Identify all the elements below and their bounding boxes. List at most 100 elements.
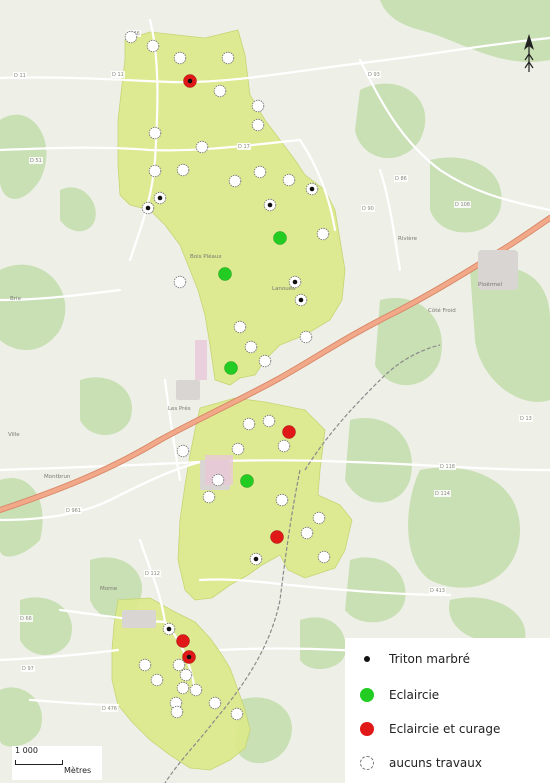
scale-bar: 1 000 Mètres [12,746,102,780]
aucuns-travaux-point [173,51,187,65]
road-label-bg [367,71,381,78]
aucuns-travaux-point [299,330,313,344]
triton-marker-icon [364,656,370,662]
triton-marbre-point [157,195,163,201]
eclaircie-point [224,361,238,375]
legend-item-eclaircie: Eclaircie [345,684,439,706]
road-label: D 118 [440,464,455,470]
place-label: Côté Froid [428,307,456,314]
eclaircie-curage-marker-icon [360,722,374,736]
aucuns-travaux-point [300,526,314,540]
legend-label: Triton marbré [389,652,470,666]
road-label: D 90 [362,206,374,212]
aucuns-travaux-point [148,126,162,140]
railway [304,344,441,471]
aucuns-travaux-point [312,511,326,525]
aucuns-travaux-point [221,51,235,65]
aucuns-marker-icon [360,756,374,770]
road-label: D 13 [520,416,532,422]
road-label-bg [439,463,456,470]
triton-marbre-point [186,654,192,660]
aucuns-travaux-point [233,320,247,334]
aucuns-travaux-point [230,707,244,721]
road-label: D 112 [145,571,160,577]
eclaircie-point [218,267,232,281]
aucuns-travaux-point [150,673,164,687]
north-arrow-icon [524,34,534,72]
place-label: Lanouée [272,285,296,292]
road-label-bg [111,71,125,78]
aucuns-travaux-point [258,354,272,368]
railway-south [164,469,301,783]
road-label-bg [394,175,408,182]
scale-unit: Mètres [64,766,92,775]
road-label-bg [13,72,27,79]
aucuns-travaux-point [275,493,289,507]
aucuns-travaux-point [170,705,184,719]
aucuns-travaux-point [211,473,225,487]
place-label: Bois Pléaux [190,253,222,260]
road-label: D 961 [66,508,81,514]
legend-label: aucuns travaux [389,756,482,770]
aucuns-travaux-point [208,696,222,710]
eclaircie-curage-point [282,425,296,439]
triton-marbre-point [298,297,304,303]
aucuns-travaux-point [262,414,276,428]
road-label: D 86 [395,176,407,182]
aucuns-travaux-point [202,490,216,504]
place-label: Ploërmel [478,282,502,288]
aucuns-travaux-point [251,99,265,113]
legend-item-aucuns: aucuns travaux [345,752,482,774]
aucuns-travaux-point [251,118,265,132]
road-label-bg [237,143,251,150]
aucuns-travaux-point [189,683,203,697]
road-label-bg [519,415,533,422]
eclaircie-point [273,231,287,245]
road-label: D 17 [238,144,250,150]
scale-value: 1 000 [15,746,38,755]
road-label-bg [21,665,35,672]
road-label-bg [101,705,118,712]
road-label-bg [144,570,161,577]
road-label-bg [29,157,43,164]
aucuns-travaux-point [148,164,162,178]
aucuns-travaux-point [179,668,193,682]
legend-label: Eclaircie [389,688,440,702]
aucuns-travaux-point [176,163,190,177]
road-label-bg [429,587,446,594]
place-label: Les Prés [168,405,191,412]
road-label-bg [454,201,471,208]
scale-line [15,760,63,765]
road-label-bg [19,615,33,622]
aucuns-travaux-point [228,174,242,188]
aucuns-travaux-point [124,30,138,44]
aucuns-travaux-point [316,227,330,241]
road-label-bg [361,205,375,212]
triton-marbre-point [309,186,315,192]
road-label-bg [434,490,451,497]
triton-marbre-point [267,202,273,208]
aucuns-travaux-point [173,275,187,289]
aucuns-travaux-point [176,681,190,695]
aucuns-travaux-point [195,140,209,154]
map-legend: Triton marbré Eclaircie Eclaircie et cur… [345,638,550,783]
aucuns-travaux-point [242,417,256,431]
aucuns-travaux-point [146,39,160,53]
aucuns-travaux-point [282,173,296,187]
road-label: D 51 [30,158,42,164]
aucuns-travaux-point [244,340,258,354]
legend-item-eclaircie-curage: Eclaircie et curage [345,718,500,740]
road-label: D 114 [435,491,450,497]
triton-marbre-point [292,279,298,285]
eclaircie-curage-point [270,530,284,544]
place-label: Morne [100,586,118,592]
road-label: D 66 [20,616,32,622]
aucuns-travaux-point [213,84,227,98]
road-label: D 97 [22,666,34,672]
triton-marbre-point [166,626,172,632]
eclaircie-point [240,474,254,488]
place-label: Ville [8,432,20,438]
aucuns-travaux-point [172,658,186,672]
